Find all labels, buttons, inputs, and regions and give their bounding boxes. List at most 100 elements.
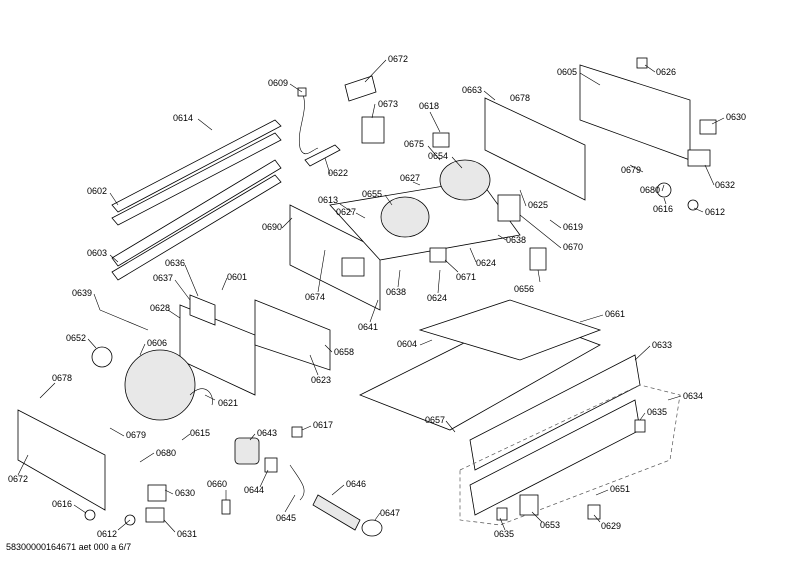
- part-0670: [497, 194, 521, 222]
- part-0612-top: [687, 199, 699, 211]
- callout-label: 0631: [177, 529, 197, 539]
- callout-label: 0654: [428, 151, 448, 161]
- callout-label: 0657: [425, 415, 445, 425]
- part-0653: [519, 494, 539, 516]
- part-0644: [264, 457, 278, 473]
- callout-label: 0651: [610, 484, 630, 494]
- callout-label: 0673: [378, 99, 398, 109]
- callout-label: 0672: [388, 54, 408, 64]
- callout-label: 0678: [510, 93, 530, 103]
- part-0635-lower: [496, 507, 508, 521]
- callout-label: 0632: [715, 180, 735, 190]
- callout-label: 0628: [150, 303, 170, 313]
- callout-label: 0671: [456, 272, 476, 282]
- part-0660: [221, 499, 231, 515]
- rail-0603: [111, 159, 282, 267]
- compressor-0654: [439, 159, 491, 201]
- callout-label: 0646: [346, 479, 366, 489]
- callout-label: 0633: [652, 340, 672, 350]
- callout-label: 0639: [72, 288, 92, 298]
- callout-label: 0672: [8, 474, 28, 484]
- callout-label: 0652: [66, 333, 86, 343]
- callout-label: 0616: [52, 499, 72, 509]
- callout-label: 0612: [705, 207, 725, 217]
- callout-label: 0644: [244, 485, 264, 495]
- bracket-0622: [304, 144, 341, 167]
- callout-label: 0634: [683, 391, 703, 401]
- part-0616-lower: [84, 509, 96, 521]
- callout-label: 0624: [427, 293, 447, 303]
- callout-label: 0623: [311, 375, 331, 385]
- callout-label: 0643: [257, 428, 277, 438]
- plate-0672: [344, 75, 377, 102]
- part-0647: [361, 519, 383, 537]
- part-0626: [636, 57, 648, 69]
- callout-label: 0675: [404, 139, 424, 149]
- callout-label: 0638: [386, 287, 406, 297]
- document-id-footer: 58300000164671 aet 000 a 6/7: [6, 542, 132, 552]
- callout-label: 0626: [656, 67, 676, 77]
- capacitor-0656: [529, 247, 547, 271]
- callout-label: 0670: [563, 242, 583, 252]
- callout-label: 0679: [126, 430, 146, 440]
- callout-label: 0674: [305, 292, 325, 302]
- part-0671: [429, 247, 447, 263]
- part-0652: [91, 346, 113, 368]
- callout-label: 0658: [334, 347, 354, 357]
- part-0621: [189, 388, 213, 406]
- callout-label: 0605: [557, 67, 577, 77]
- cable-0645: [289, 464, 305, 501]
- callout-label: 0609: [268, 78, 288, 88]
- callout-label: 0635: [494, 529, 514, 539]
- callout-label: 0680: [640, 185, 660, 195]
- compressor-0655: [380, 196, 430, 238]
- callout-label: 0602: [87, 186, 107, 196]
- callout-label: 0679: [621, 165, 641, 175]
- callout-label: 0627: [336, 207, 356, 217]
- part-0658: [254, 299, 331, 371]
- callout-label: 0636: [165, 258, 185, 268]
- callout-label: 0630: [175, 488, 195, 498]
- callout-label: 0624: [476, 258, 496, 268]
- fan-0606: [124, 349, 196, 421]
- callout-label: 0635: [647, 407, 667, 417]
- callout-label: 0637: [153, 273, 173, 283]
- part-0616-top: [656, 182, 672, 198]
- callout-label: 0690: [262, 222, 282, 232]
- tray-0661: [418, 299, 602, 361]
- callout-label: 0625: [528, 200, 548, 210]
- callout-label: 0606: [147, 338, 167, 348]
- callout-label: 0655: [362, 189, 382, 199]
- relay-0673: [361, 116, 385, 144]
- parts-drawing: [17, 57, 717, 537]
- plate-0628: [179, 304, 256, 396]
- shaft-0639: [99, 309, 149, 331]
- callout-label: 0616: [653, 204, 673, 214]
- callout-label: 0618: [419, 101, 439, 111]
- callout-label: 0621: [218, 398, 238, 408]
- part-0630: [699, 119, 717, 135]
- control-0605: [579, 64, 691, 161]
- power-cord-0609: [298, 91, 319, 155]
- part-0636: [189, 294, 216, 326]
- callout-label: 0645: [276, 513, 296, 523]
- part-0630-lower: [147, 484, 167, 502]
- leader-lines: [17, 59, 725, 533]
- callout-label: 0661: [605, 309, 625, 319]
- part-0618: [432, 132, 450, 148]
- callout-label: 0601: [227, 272, 247, 282]
- callout-label: 0619: [563, 222, 583, 232]
- callout-label: 0630: [726, 112, 746, 122]
- callout-label: 0641: [358, 322, 378, 332]
- callout-label: 0663: [462, 85, 482, 95]
- callout-label: 0660: [207, 479, 227, 489]
- callout-label: 0622: [328, 168, 348, 178]
- callout-label: 0678: [52, 373, 72, 383]
- part-0617: [291, 426, 303, 438]
- callout-label: 0604: [397, 339, 417, 349]
- callout-label: 0680: [156, 448, 176, 458]
- callout-label: 0617: [313, 420, 333, 430]
- box-0672: [17, 409, 106, 511]
- tube-0646: [312, 494, 361, 531]
